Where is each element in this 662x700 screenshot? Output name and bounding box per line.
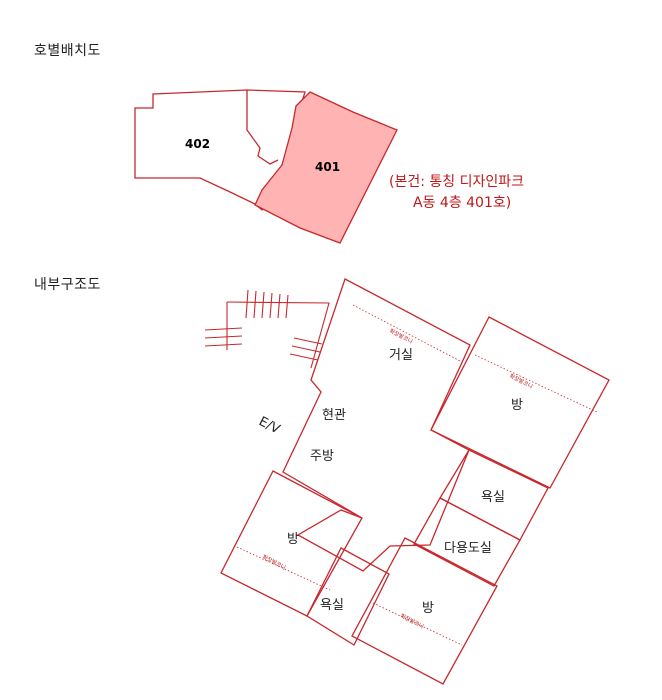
elevator-label: E/V xyxy=(256,414,282,437)
main-outline xyxy=(282,278,471,572)
room-top-right-outline xyxy=(430,316,610,489)
room-left-label: 방 xyxy=(287,532,299,547)
balcony-mark-3: 확장발코니 xyxy=(261,553,287,572)
room-bottom-label: 방 xyxy=(422,601,434,616)
utility-room-label: 다용도실 xyxy=(444,541,492,556)
unit-layout-title: 호별배치도 xyxy=(34,43,101,59)
entrance-label: 현관 xyxy=(322,408,346,423)
note-line-2: A동 4층 401호) xyxy=(413,195,511,211)
unit-layout-diagram xyxy=(134,89,398,244)
utility-room-outline xyxy=(413,497,521,587)
internal-structure-title: 내부구조도 xyxy=(34,277,101,293)
living-room-label: 거실 xyxy=(389,348,413,363)
balcony-mark-1: 확장발코니 xyxy=(388,327,414,346)
stairs-icon xyxy=(204,289,330,369)
room-bottom-outline xyxy=(351,537,498,685)
unit-401-label: 401 xyxy=(315,160,340,174)
unit-401-highlight xyxy=(254,91,398,244)
unit-402-inner-wall xyxy=(246,90,279,165)
bath-bottom-outline xyxy=(306,547,390,646)
room-top-right-label: 방 xyxy=(511,398,523,413)
bath-right-label: 욕실 xyxy=(481,490,505,505)
note-line-1: (본건: 통칭 디자인파크 xyxy=(389,174,524,190)
kitchen-label: 주방 xyxy=(310,449,334,464)
bath-bottom-label: 욕실 xyxy=(320,598,344,613)
balcony-mark-2: 확장발코니 xyxy=(508,372,534,391)
internal-structure-diagram xyxy=(204,278,610,685)
unit-402-label: 402 xyxy=(185,137,210,151)
